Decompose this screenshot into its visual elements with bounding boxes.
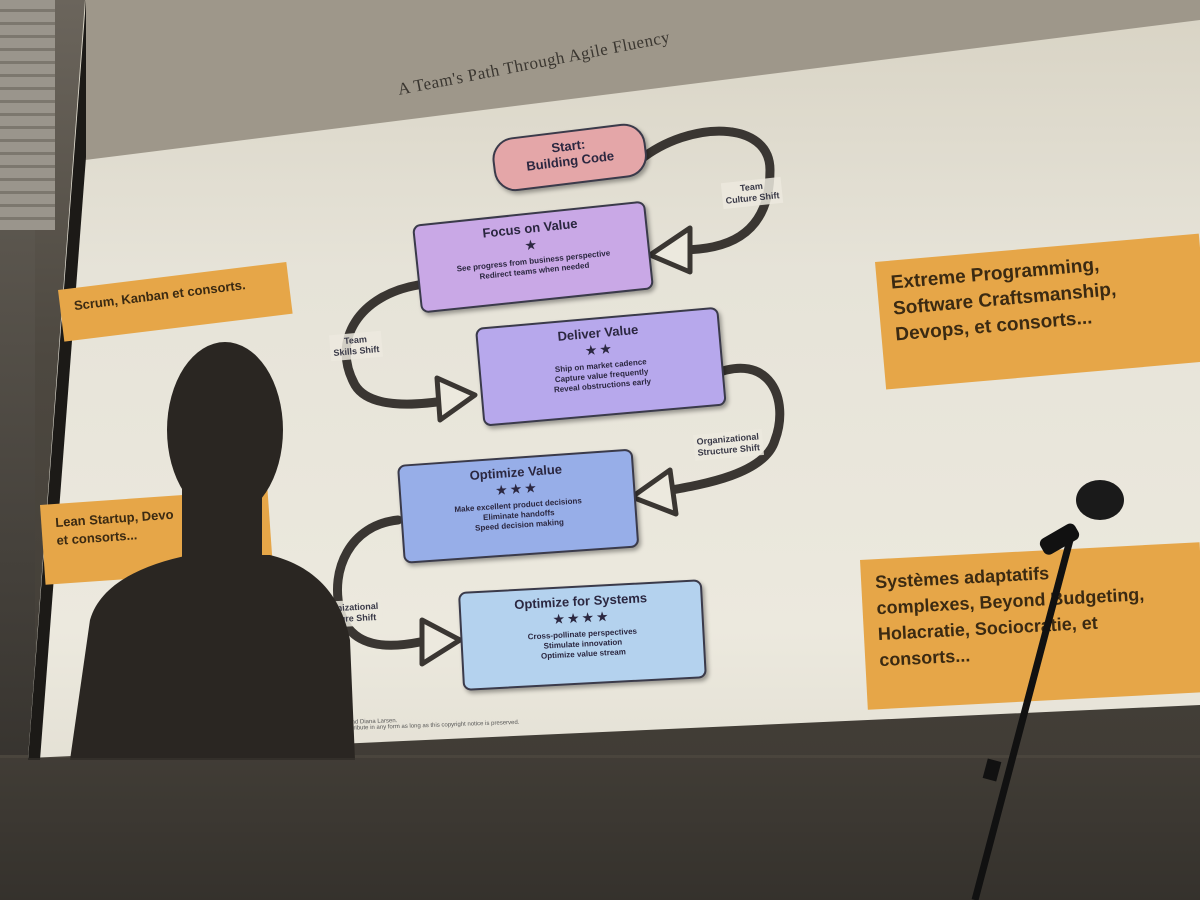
arrow-skills-shift (341, 280, 455, 409)
arrow-org-structure-shift (655, 363, 785, 497)
arrowhead-skills (434, 375, 478, 423)
arrowhead-org-structure (629, 467, 679, 517)
presenter-silhouette (70, 342, 355, 760)
microphone-stand (971, 480, 1124, 900)
arrowhead-culture (647, 225, 693, 275)
ceiling-panel (0, 0, 55, 230)
arrow-culture-shift (635, 126, 775, 255)
arrowhead-org-culture (419, 617, 463, 667)
floor-shadow (0, 758, 1200, 900)
